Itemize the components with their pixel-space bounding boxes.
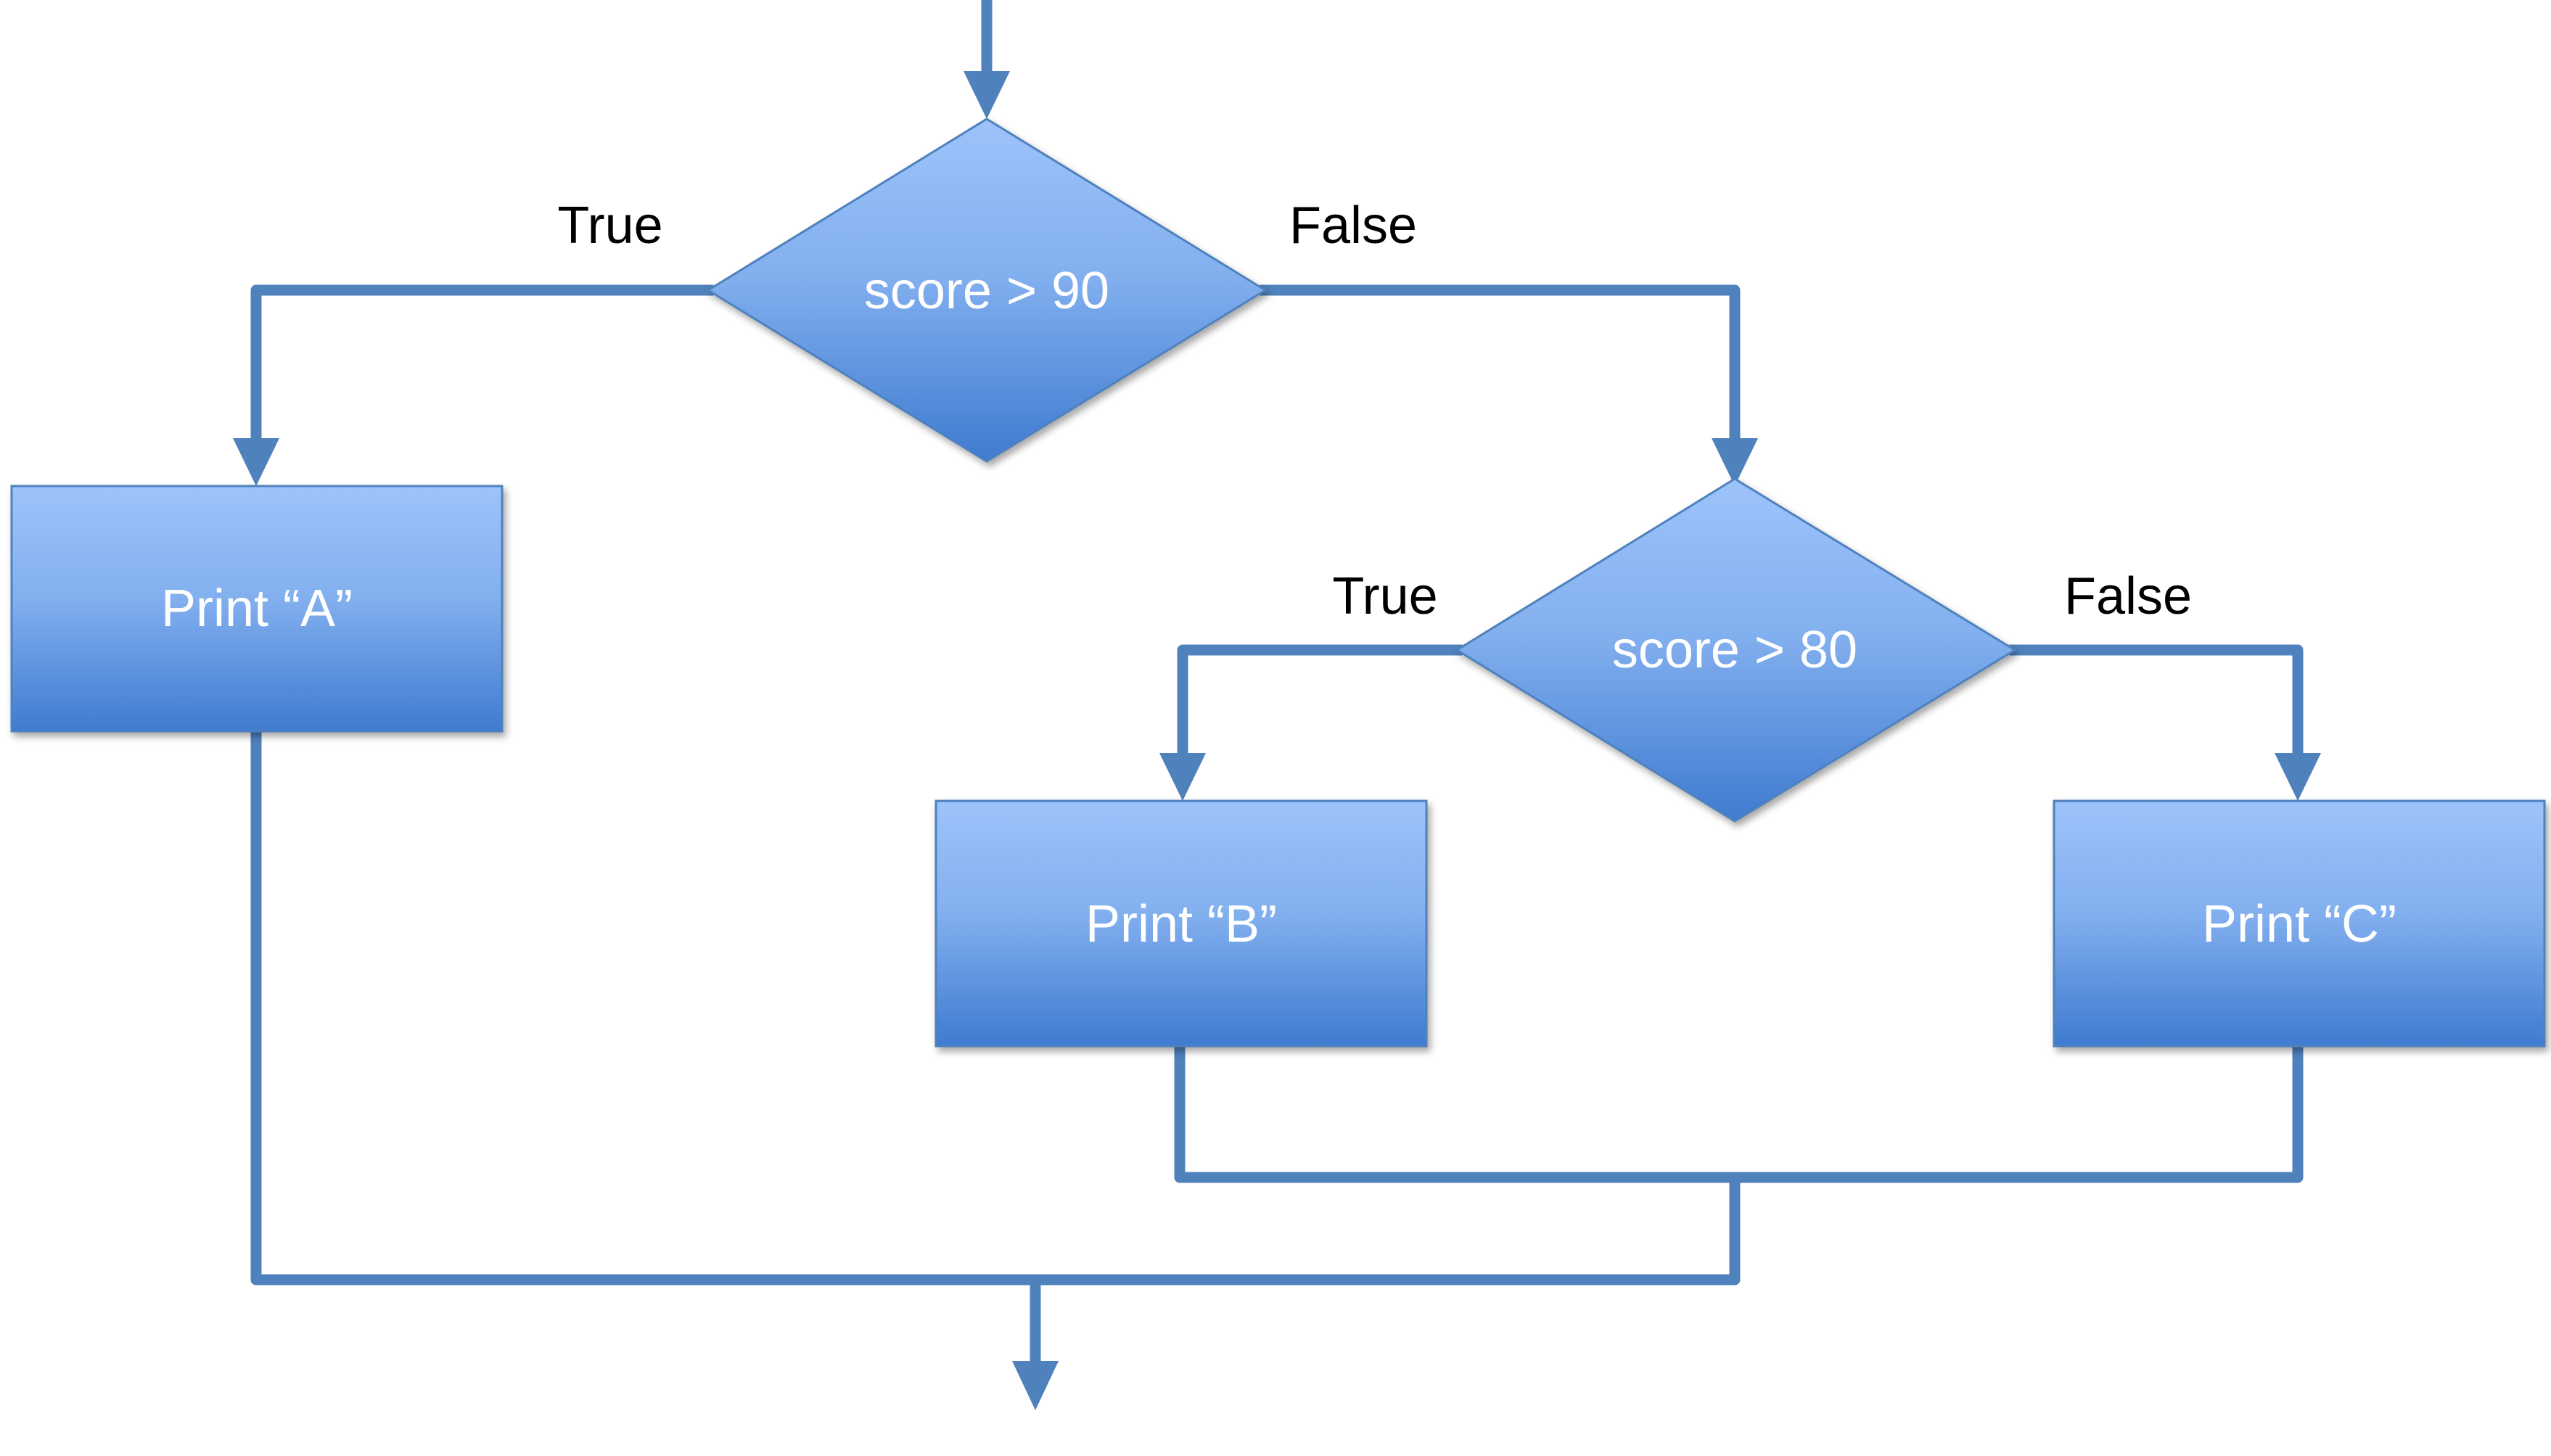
process-box-b xyxy=(934,799,1428,1048)
process-node-b: Print “B” xyxy=(934,799,1428,1048)
edge-label-d90-false: False xyxy=(1289,197,1417,255)
d90-true-arrowhead xyxy=(233,438,279,486)
connectors xyxy=(250,0,2304,1378)
a-merge-connector xyxy=(250,729,1741,1286)
process-node-c: Print “C” xyxy=(2053,799,2546,1048)
process-label-c: Print “C” xyxy=(2202,895,2396,953)
process-label-b: Print “B” xyxy=(1085,895,1277,953)
edge-label-d80-true: True xyxy=(1332,567,1437,625)
edge-label-d80-false: False xyxy=(2064,567,2192,625)
entry-arrowhead xyxy=(964,71,1010,119)
decision-diamond-80 xyxy=(1455,477,2017,823)
decision-label-80: score > 80 xyxy=(1612,621,1857,679)
b-c-merge-connector xyxy=(1174,1043,2304,1183)
process-box-c xyxy=(2053,799,2546,1048)
decision-node-80: score > 80 xyxy=(1455,477,2017,823)
process-node-a: Print “A” xyxy=(10,485,504,733)
d90-false-arrowhead xyxy=(1712,438,1758,486)
d80-true-connector xyxy=(1177,644,1463,763)
d80-false-arrowhead xyxy=(2275,753,2321,801)
edge-label-d90-true: True xyxy=(557,197,662,255)
d80-true-arrowhead xyxy=(1159,753,1206,801)
decision-node-90: score > 90 xyxy=(706,118,1268,463)
process-label-a: Print “A” xyxy=(161,580,353,638)
decision-diamond-90 xyxy=(706,118,1268,463)
process-box-a xyxy=(10,485,504,733)
d90-true-connector xyxy=(250,284,714,451)
decision-label-90: score > 90 xyxy=(864,262,1109,320)
arrowheads xyxy=(233,71,2321,1410)
d80-false-connector xyxy=(2009,644,2304,763)
d90-false-connector xyxy=(1260,284,1741,451)
exit-arrowhead xyxy=(1012,1361,1059,1410)
